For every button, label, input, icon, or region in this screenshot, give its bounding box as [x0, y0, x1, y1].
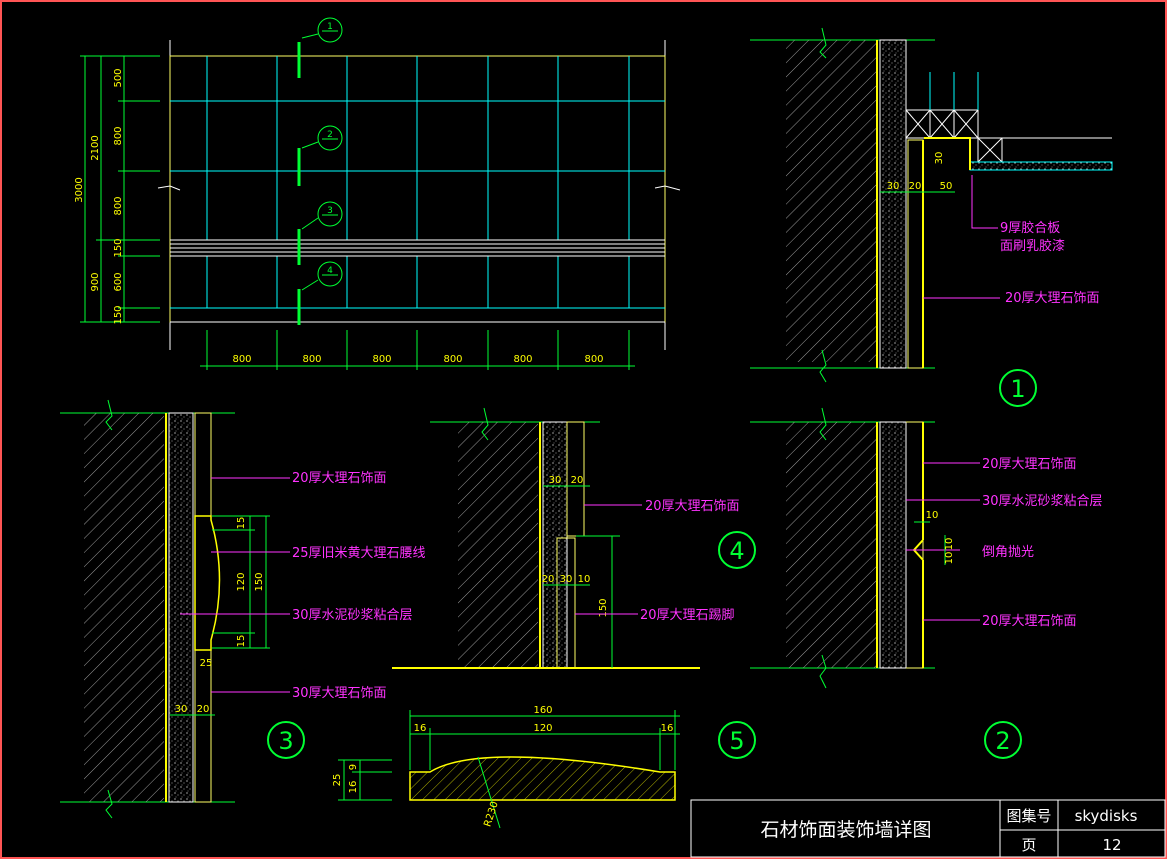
- page-label: 页: [1021, 836, 1036, 854]
- detail-3-number: 3: [278, 727, 293, 755]
- d1-dim-30b: 30: [934, 152, 945, 165]
- d2-label-marble-top: 20厚大理石饰面: [982, 457, 1077, 472]
- bubble-1: 1: [327, 22, 333, 32]
- d3-dim-150: 150: [254, 572, 265, 591]
- d1-dim-20: 20: [909, 181, 922, 192]
- dim-left-900: 900: [90, 272, 101, 291]
- d5-dim-16b: 16: [661, 723, 674, 734]
- d3-label-marble-top: 20厚大理石饰面: [292, 471, 387, 486]
- d5-dim-16c: 16: [348, 781, 359, 794]
- d5-dim-120: 120: [533, 723, 552, 734]
- d2-label-chamfer: 倒角抛光: [982, 545, 1034, 560]
- d5-dim-16a: 16: [414, 723, 427, 734]
- detail-3-section: 15 120 150 15 25 30 20 20厚大理石饰面 25厚旧米黄大理…: [60, 399, 426, 819]
- d4-label-skirting: 20厚大理石踢脚: [640, 607, 735, 623]
- d2-label-mortar: 30厚水泥砂浆粘合层: [982, 494, 1103, 509]
- detail-1-number: 1: [1010, 375, 1025, 403]
- bubble-2: 2: [327, 130, 333, 140]
- dim-bottom-2: 800: [302, 354, 321, 365]
- d5-dim-r230: R230: [482, 800, 501, 828]
- dim-bottom-5: 800: [513, 354, 532, 365]
- dim-left-800b: 800: [113, 196, 124, 215]
- bubble-4: 4: [327, 266, 333, 276]
- detail-5-number: 5: [729, 727, 744, 755]
- d4-dim-150: 150: [598, 598, 609, 617]
- d3-dim-15a: 15: [236, 517, 247, 530]
- d1-dim-30a: 30: [887, 181, 900, 192]
- detail-4-number: 4: [729, 537, 744, 565]
- d4-label-marble: 20厚大理石饰面: [645, 499, 740, 514]
- d3-dim-120: 120: [236, 572, 247, 591]
- title-block: 石材饰面装饰墙详图 图集号 skydisks 页 12: [690, 799, 1166, 858]
- dim-bottom-4: 800: [443, 354, 462, 365]
- detail-1-section: 30 20 50 30 9厚胶合板 面刷乳胶漆 20厚大理石饰面 1: [750, 27, 1113, 407]
- dim-left-500: 500: [113, 68, 124, 87]
- d2-dim-10b: 10: [944, 538, 955, 551]
- drawing-title: 石材饰面装饰墙详图: [760, 819, 931, 841]
- detail-2-section: 10 10 10 20厚大理石饰面 30厚水泥砂浆粘合层 倒角抛光 20厚大理石…: [750, 407, 1103, 759]
- d1-label-paint: 面刷乳胶漆: [1000, 238, 1065, 254]
- detail-4-section: 30 20 20 30 10 150 20厚大理石饰面 20厚大理石踢脚 4: [392, 407, 756, 669]
- d4-dim-20a: 20: [571, 475, 584, 486]
- d2-dim-10c: 10: [944, 552, 955, 565]
- atlas-label: 图集号: [1006, 807, 1051, 825]
- atlas-value: skydisks: [1075, 807, 1138, 825]
- dim-bottom-3: 800: [372, 354, 391, 365]
- d3-dim-20: 20: [197, 704, 210, 715]
- d2-dim-10a: 10: [926, 510, 939, 521]
- d3-dim-15b: 15: [236, 635, 247, 648]
- dim-left-800a: 800: [113, 126, 124, 145]
- d3-dim-30: 30: [175, 704, 188, 715]
- d3-dim-25: 25: [200, 658, 213, 669]
- dim-left-600: 600: [113, 272, 124, 291]
- bubble-3: 3: [327, 206, 333, 216]
- d3-label-marble-bottom: 30厚大理石饰面: [292, 686, 387, 701]
- d3-label-mortar: 30厚水泥砂浆粘合层: [292, 608, 413, 623]
- dim-left-150b: 150: [113, 305, 124, 324]
- d4-dim-30a: 30: [549, 475, 562, 486]
- d3-label-waistline: 25厚旧米黄大理石腰线: [292, 546, 426, 561]
- d1-label-marble: 20厚大理石饰面: [1005, 291, 1100, 306]
- dim-bottom-1: 800: [232, 354, 251, 365]
- d4-dim-20b: 20: [542, 574, 555, 585]
- d1-label-plywood: 9厚胶合板: [1000, 220, 1060, 236]
- d1-dim-50: 50: [940, 181, 953, 192]
- dim-left-150a: 150: [113, 238, 124, 257]
- dim-bottom-6: 800: [584, 354, 603, 365]
- d4-dim-30b: 30: [560, 574, 573, 585]
- d5-dim-9: 9: [348, 764, 359, 770]
- detail-2-number: 2: [995, 727, 1010, 755]
- d5-dim-160: 160: [533, 705, 552, 716]
- d2-label-marble-bottom: 20厚大理石饰面: [982, 614, 1077, 629]
- page-value: 12: [1102, 836, 1121, 854]
- d4-dim-10: 10: [578, 574, 591, 585]
- dim-left-2100: 2100: [90, 135, 101, 160]
- d5-dim-25: 25: [332, 774, 343, 787]
- detail-5-profile: 160 16 120 16 25 16 9 R230 5: [332, 705, 756, 828]
- dim-left-3000: 3000: [74, 177, 85, 202]
- wall-elevation: 1 2 3 4 800 800 800 800 800 800: [74, 17, 681, 370]
